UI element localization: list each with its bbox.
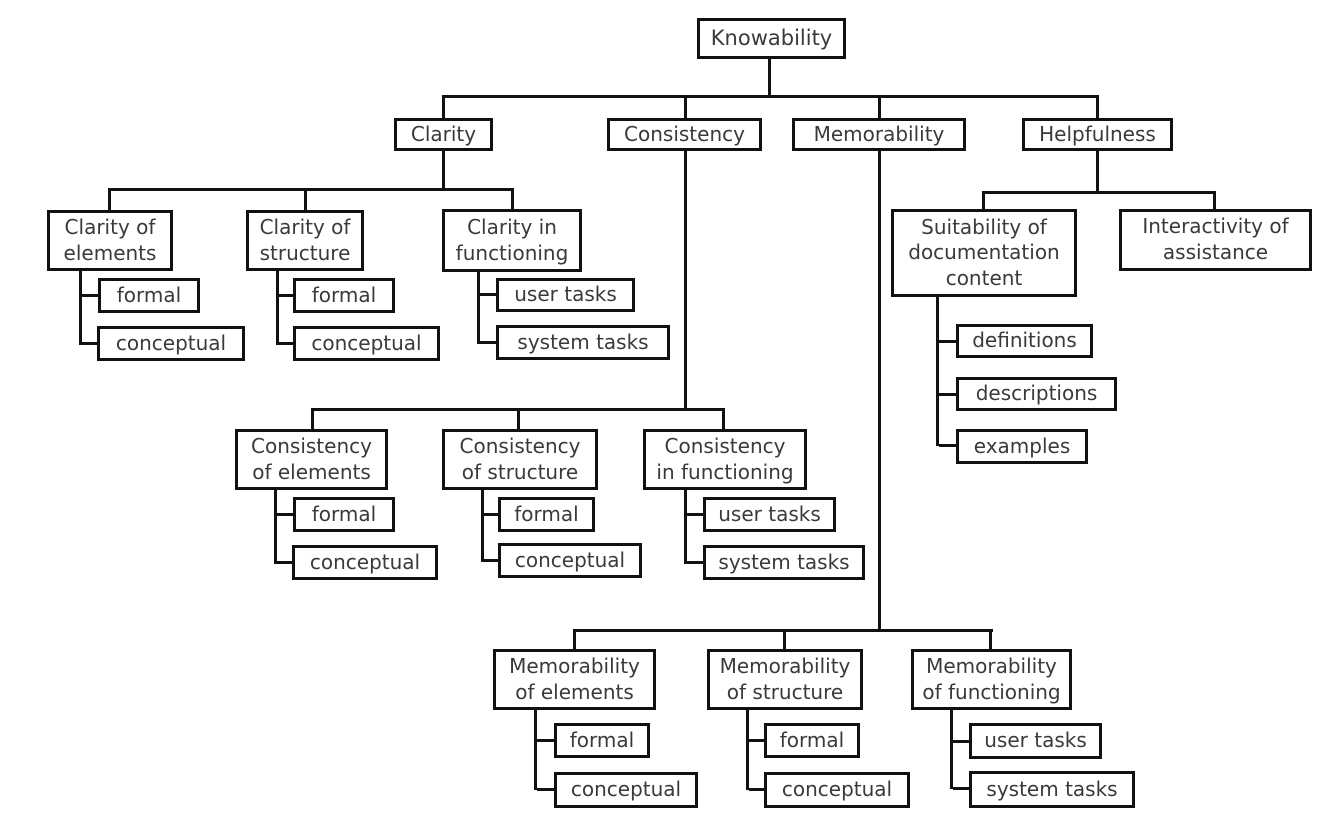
connector-line [277, 513, 293, 516]
node-clarity-structure-conceptual: conceptual [293, 326, 440, 361]
connector-line [481, 490, 484, 562]
connector-line [783, 629, 786, 649]
connector-line [749, 788, 764, 791]
node-memorability-elements-conceptual: conceptual [554, 772, 698, 808]
connector-line [982, 191, 1216, 194]
node-consistency-of-elements: Consistency of elements [235, 429, 388, 490]
connector-line [684, 95, 687, 118]
connector-line [1096, 151, 1099, 191]
node-memorability-functioning-system-tasks: system tasks [969, 771, 1135, 808]
connector-line [79, 271, 82, 345]
connector-line [989, 629, 992, 649]
connector-line [279, 342, 293, 345]
node-memorability-structure-formal: formal [764, 723, 860, 758]
node-knowability: Knowability [697, 18, 846, 59]
connector-line [442, 95, 445, 118]
node-clarity-elements-conceptual: conceptual [97, 326, 245, 361]
node-clarity-structure-formal: formal [293, 278, 395, 313]
node-consistency-functioning-system-tasks: system tasks [703, 545, 865, 580]
connector-line [277, 561, 292, 564]
connector-line [442, 151, 445, 188]
connector-line [953, 740, 969, 743]
node-memorability-of-elements: Memorability of elements [493, 649, 656, 710]
node-consistency-functioning-user-tasks: user tasks [703, 497, 836, 532]
node-clarity-functioning-user-tasks: user tasks [496, 278, 635, 312]
connector-line [484, 513, 498, 516]
connector-line [82, 294, 98, 297]
connector-line [939, 444, 956, 447]
connector-line [684, 490, 687, 564]
node-helpfulness: Helpfulness [1022, 118, 1173, 151]
connector-line [878, 151, 881, 629]
node-consistency-in-functioning: Consistency in functioning [643, 429, 807, 490]
node-clarity-of-elements: Clarity of elements [47, 210, 173, 271]
node-consistency-elements-conceptual: conceptual [292, 545, 438, 580]
node-memorability-elements-formal: formal [554, 723, 650, 758]
connector-line [108, 188, 514, 191]
connector-line [82, 342, 97, 345]
connector-line [950, 710, 953, 789]
node-clarity-in-functioning: Clarity in functioning [442, 209, 582, 272]
connector-line [511, 188, 514, 209]
connector-line [1096, 95, 1099, 118]
connector-line [722, 408, 725, 429]
connector-line [939, 340, 956, 343]
node-examples: examples [956, 429, 1088, 464]
connector-line [687, 561, 703, 564]
node-consistency-structure-conceptual: conceptual [498, 543, 642, 578]
connector-line [573, 629, 576, 649]
connector-line [477, 272, 480, 344]
node-memorability-of-structure: Memorability of structure [707, 649, 863, 710]
connector-line [480, 341, 496, 344]
connector-line [534, 710, 537, 790]
node-memorability: Memorability [792, 118, 966, 151]
node-descriptions: descriptions [956, 377, 1117, 411]
connector-line [304, 188, 307, 210]
connector-line [442, 95, 1099, 98]
node-memorability-structure-conceptual: conceptual [764, 772, 910, 808]
connector-line [537, 788, 554, 791]
connector-line [1213, 191, 1216, 209]
node-definitions: definitions [956, 324, 1093, 358]
connector-line [484, 559, 498, 562]
connector-line [953, 787, 969, 790]
node-clarity-of-structure: Clarity of structure [246, 210, 364, 271]
connector-line [480, 293, 496, 296]
connector-line [537, 739, 554, 742]
connector-line [878, 95, 881, 118]
node-clarity-elements-formal: formal [98, 278, 200, 313]
connector-line [768, 59, 771, 95]
node-suitability-of-documentation-content: Suitability of documentation content [891, 209, 1077, 297]
connector-line [939, 393, 956, 396]
node-clarity: Clarity [394, 118, 493, 151]
node-memorability-functioning-user-tasks: user tasks [969, 723, 1102, 759]
node-consistency-structure-formal: formal [498, 497, 595, 532]
connector-line [687, 513, 703, 516]
connector-line [276, 271, 279, 345]
connector-line [274, 490, 277, 564]
connector-line [982, 191, 985, 209]
connector-line [684, 151, 687, 408]
node-consistency-elements-formal: formal [293, 497, 395, 532]
connector-line [936, 297, 939, 446]
node-memorability-of-functioning: Memorability of functioning [911, 649, 1072, 710]
connector-line [108, 188, 111, 210]
connector-line [311, 408, 314, 429]
node-clarity-functioning-system-tasks: system tasks [496, 325, 670, 360]
connector-line [517, 408, 520, 429]
node-interactivity-of-assistance: Interactivity of assistance [1119, 209, 1312, 271]
node-consistency: Consistency [607, 118, 762, 151]
node-consistency-of-structure: Consistency of structure [442, 429, 598, 490]
connector-line [279, 294, 293, 297]
connector-line [749, 739, 764, 742]
connector-line [746, 710, 749, 790]
